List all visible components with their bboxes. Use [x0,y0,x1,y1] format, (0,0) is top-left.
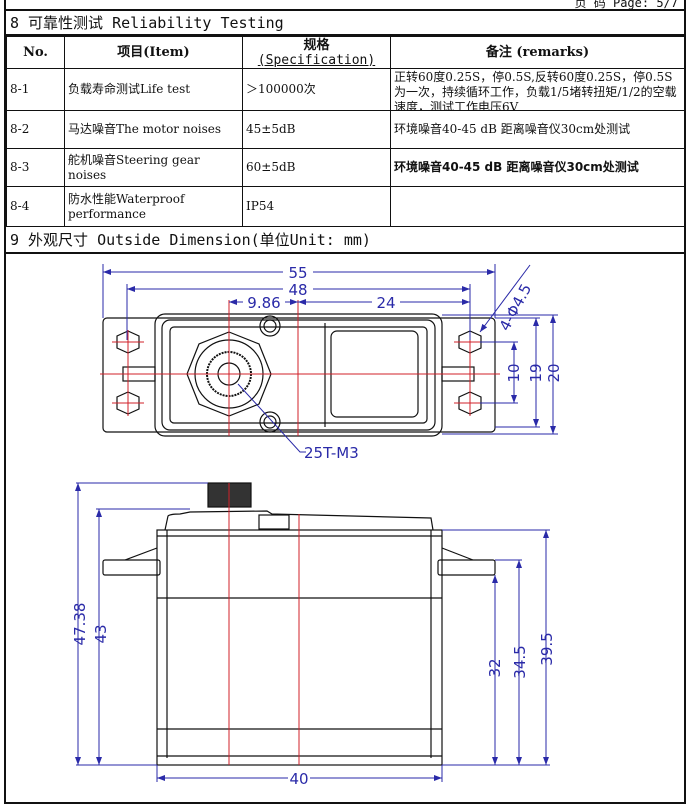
remarks-text: 正转60度0.25S，停0.5S,反转60度0.25S，停0.5S为一次，持续循… [394,69,677,110]
row-remarks: 正转60度0.25S，停0.5S,反转60度0.25S，停0.5S为一次，持续循… [390,68,685,111]
dim-32: 32 [486,658,504,677]
dim-39-5: 39.5 [538,632,556,665]
row-item: 舵机噪音Steering gear noises [64,148,243,187]
row-no: 8-3 [6,148,65,187]
front-view-labels: 47.38 43 32 34.5 39.5 40 [71,603,556,788]
row-no: 8-4 [6,186,65,227]
header-spec-en: (Specification) [257,52,376,68]
row-remarks [390,186,685,227]
section-9-title: 9 外观尺寸 Outside Dimension(单位Unit: mm) [6,226,684,254]
row-spec: 60±5dB [242,148,391,187]
front-view-dimensions [75,482,550,782]
front-view-centerlines [228,483,300,765]
row-item: 负载寿命测试Life test [64,68,243,111]
spline-label: 25T-M3 [304,444,359,462]
row-remarks: 环境噪音40-45 dB 距离噪音仪30cm处测试 [390,148,685,187]
dim-9-86: 9.86 [247,294,280,312]
spec-page: 页 码 Page: 5/7 8 可靠性测试 Reliability Testin… [4,0,686,804]
table-row: 8-1 负载寿命测试Life test ＞100000次 正转60度0.25S，… [6,68,685,111]
dim-55: 55 [288,264,307,282]
page-number: 页 码 Page: 5/7 [574,0,678,10]
table-row: 8-3 舵机噪音Steering gear noises 60±5dB 环境噪音… [6,148,685,187]
top-view [102,313,496,437]
section-8-title: 8 可靠性测试 Reliability Testing [6,11,684,36]
dim-24: 24 [376,294,395,312]
dim-43: 43 [92,624,110,643]
dim-34-5: 34.5 [511,645,529,678]
table-row: 8-2 马达噪音The motor noises 45±5dB 环境噪音40-4… [6,110,685,149]
dim-40: 40 [289,770,308,788]
dim-holes: 4-Φ4.5 [496,281,536,334]
top-view-centerlines [100,300,500,436]
row-item: 马达噪音The motor noises [64,110,243,149]
divider [6,9,684,11]
row-spec: ＞100000次 [242,68,391,111]
header-item: 项目(Item) [64,36,243,69]
dim-20: 20 [545,363,563,382]
dim-19: 19 [527,363,545,382]
dim-48: 48 [288,281,307,299]
top-view-dimensions [102,264,558,453]
table-header-row: No. 项目(Item) 规格(Specification) 备注 (remar… [6,36,685,69]
dim-10: 10 [505,363,523,382]
row-remarks: 环境噪音40-45 dB 距离噪音仪30cm处测试 [390,110,685,149]
reliability-table: No. 项目(Item) 规格(Specification) 备注 (remar… [6,36,685,227]
dim-47-38: 47.38 [71,603,89,646]
header-spec-cn: 规格 [303,37,330,53]
top-view-labels: 55 48 9.86 24 4-Φ4.5 10 19 20 25T-M3 [243,262,563,462]
header-remarks: 备注 (remarks) [390,36,685,69]
